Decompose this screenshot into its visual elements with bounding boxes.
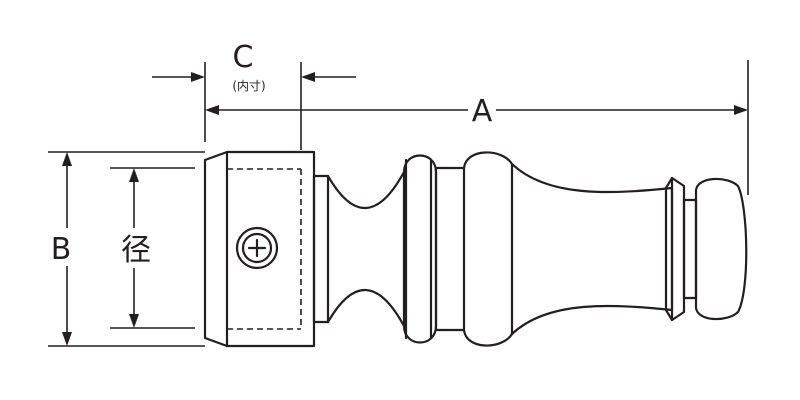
label-a: A bbox=[472, 94, 493, 129]
arrow-diameter-top bbox=[129, 168, 139, 182]
short-neck bbox=[434, 166, 466, 332]
flange bbox=[664, 176, 686, 322]
arrow-b-bottom bbox=[62, 332, 72, 346]
label-c-note: (内寸) bbox=[232, 79, 265, 93]
label-c: C bbox=[233, 40, 254, 75]
end-knob bbox=[694, 177, 748, 321]
screw-head-inner bbox=[241, 232, 273, 264]
pin bbox=[682, 198, 698, 300]
arrow-c-left bbox=[191, 72, 205, 82]
screw-head-outer bbox=[235, 226, 279, 270]
arrow-a-right bbox=[734, 105, 748, 115]
label-diameter: 径 bbox=[121, 233, 151, 268]
arrow-diameter-bottom bbox=[129, 314, 139, 328]
neck-collar bbox=[312, 174, 330, 324]
bell-body-outline bbox=[462, 151, 674, 347]
arrow-c-right bbox=[301, 72, 315, 82]
label-b: B bbox=[51, 232, 72, 267]
waist-curve-bottom bbox=[326, 288, 406, 328]
arrow-b-top bbox=[62, 152, 72, 166]
waist-curve-top bbox=[326, 170, 406, 210]
arrow-a-left bbox=[205, 105, 219, 115]
